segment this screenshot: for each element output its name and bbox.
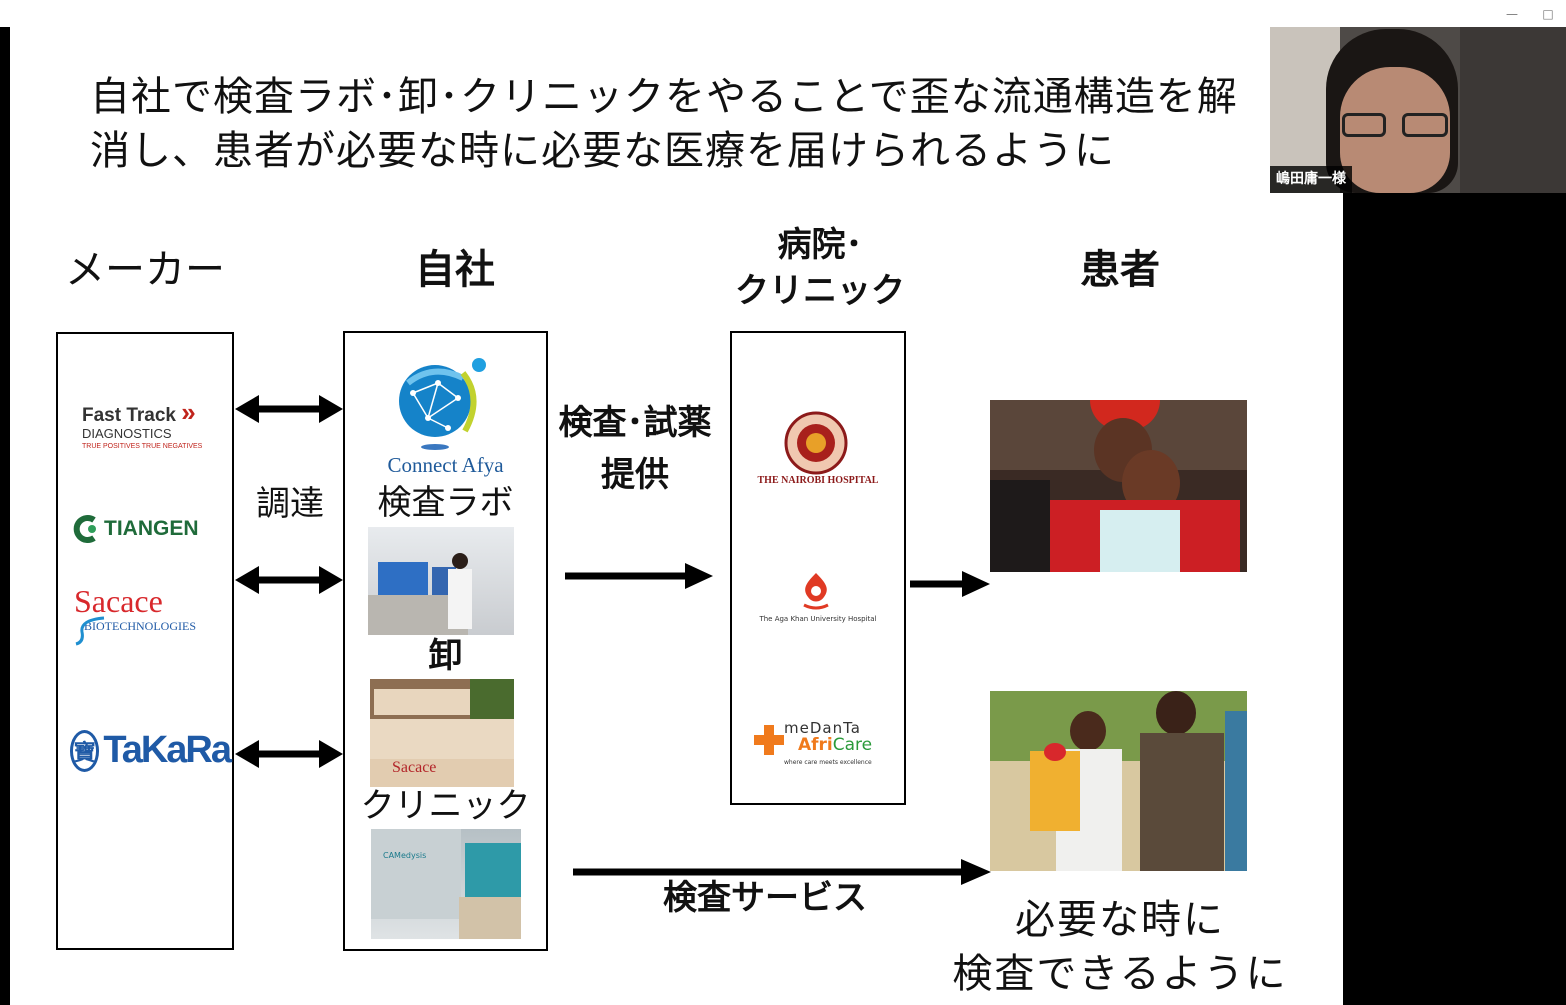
- patient-message: 必要な時に 検査できるように: [940, 893, 1300, 1001]
- lab-worker-coat: [448, 569, 472, 629]
- tiangen-name: TIANGEN: [104, 517, 199, 540]
- slide-title-line2: 消し、患者が必要な時に必要な医療を届けられるように: [90, 128, 1115, 174]
- clinic-wall: [371, 829, 461, 919]
- video-background: [1460, 27, 1566, 193]
- box-bottom: [370, 759, 514, 787]
- clinic-photo: CAMedysis: [371, 829, 521, 939]
- header-hospital-line2: クリニック: [735, 271, 905, 311]
- header-hospital-line1: 病院･: [777, 225, 863, 265]
- arrow-right-icon: [910, 571, 990, 597]
- man-face: [1156, 691, 1196, 735]
- label-clinic: クリニック: [360, 786, 531, 826]
- patient-photo-family: [990, 691, 1247, 871]
- tiangen-logo: TIANGEN: [72, 514, 222, 544]
- box-middle: [370, 719, 514, 759]
- label-lab: 検査ラボ: [377, 483, 514, 523]
- box-label: Sacace: [392, 759, 437, 776]
- minimize-icon[interactable]: —: [1506, 6, 1518, 21]
- glasses-left: [1342, 113, 1386, 137]
- header-hospital: 病院･ クリニック: [720, 222, 920, 314]
- chevron-right-icon: »: [181, 397, 196, 427]
- header-maker: メーカー: [65, 247, 225, 293]
- company-box: Connect Afya 検査ラボ 卸 Sacace クリニック CAMedys…: [343, 331, 548, 951]
- patient-photo-mother-child: [990, 400, 1247, 572]
- header-patient: 患者: [1080, 247, 1160, 293]
- box-top: [374, 689, 470, 715]
- child-jacket: [1030, 751, 1080, 831]
- tiangen-mark-icon: [73, 515, 96, 543]
- label-procurement: 調達: [256, 484, 324, 524]
- double-arrow-icon: [235, 566, 343, 594]
- fasttrack-sub: DIAGNOSTICS: [82, 426, 172, 441]
- takara-logo: 寶 TaKaRa: [70, 729, 232, 772]
- nairobi-hospital-name: THE NAIROBI HOSPITAL: [757, 475, 879, 486]
- patient-message-line1: 必要な時に: [1015, 897, 1225, 943]
- arrow-right-icon: [573, 859, 991, 885]
- nairobi-hospital-seal-icon: [784, 411, 848, 475]
- dark-clothing: [990, 480, 1050, 572]
- woman-face: [1070, 711, 1106, 751]
- medanta-cross-icon: [754, 725, 784, 755]
- wholesale-photo: Sacace: [370, 679, 514, 787]
- lab-photo: [368, 527, 514, 635]
- shared-slide: 自社で検査ラボ･卸･クリニックをやることで歪な流通構造を解 消し、患者が必要な時…: [10, 27, 1343, 1005]
- label-supply-line1: 検査･試薬: [558, 403, 712, 443]
- medanta-name: meDanTa: [784, 719, 861, 737]
- arrow-right-icon: [565, 563, 713, 589]
- label-supply-line2: 提供: [601, 455, 669, 495]
- sacace-sub: BIOTECHNOLOGIES: [84, 619, 196, 633]
- fasttrack-name: Fast Track: [82, 405, 176, 426]
- sacace-name: Sacace: [74, 583, 163, 619]
- globe-logo-icon: [399, 358, 486, 450]
- company-logo-text: Connect Afya: [387, 453, 504, 477]
- aga-khan-name: The Aga Khan University Hospital: [759, 615, 877, 623]
- slide-title: 自社で検査ラボ･卸･クリニックをやることで歪な流通構造を解 消し、患者が必要な時…: [90, 70, 1238, 178]
- takara-mark-icon: 寶: [70, 729, 100, 772]
- blue-wall: [1225, 711, 1247, 871]
- sacace-swoosh-icon: [75, 616, 105, 646]
- label-supply: 検査･試薬 提供: [545, 397, 725, 501]
- lab-machine: [378, 562, 428, 597]
- africare-name: AfriCare: [798, 735, 872, 755]
- bib: [1100, 510, 1180, 572]
- maximize-icon[interactable]: □: [1542, 6, 1554, 21]
- window-title-bar: — □: [0, 0, 1566, 27]
- participant-video[interactable]: [1270, 27, 1566, 193]
- aga-khan-logo-icon: [803, 573, 829, 610]
- africare-tagline: where care meets excellence: [784, 759, 872, 766]
- fasttrack-tagline: TRUE POSITIVES TRUE NEGATIVES: [82, 443, 203, 450]
- patient-message-line2: 検査できるように: [952, 951, 1288, 997]
- africare-part-b: Care: [832, 735, 873, 755]
- sacace-logo: Sacace BIOTECHNOLOGIES: [74, 583, 234, 646]
- lab-worker-head: [452, 553, 468, 569]
- window-controls: — □: [1494, 0, 1566, 27]
- participant-name-tag: 嶋田庸一様: [1270, 166, 1352, 193]
- participant-face: [1340, 67, 1450, 193]
- slide-title-line1: 自社で検査ラボ･卸･クリニックをやることで歪な流通構造を解: [90, 74, 1238, 120]
- header-company: 自社: [415, 247, 495, 293]
- double-arrow-icon: [235, 740, 343, 768]
- fasttrack-logo: Fast Track » DIAGNOSTICS TRUE POSITIVES …: [82, 399, 222, 453]
- clinic-sign: CAMedysis: [383, 851, 427, 860]
- takara-name: TaKaRa: [103, 729, 232, 771]
- man-jacket: [1140, 733, 1224, 871]
- label-test-service: 検査サービス: [663, 878, 867, 918]
- hospital-box: THE NAIROBI HOSPITAL The Aga Khan Univer…: [730, 331, 906, 805]
- africare-part-a: Afri: [798, 735, 833, 755]
- glasses-right: [1402, 113, 1448, 137]
- clinic-reception: [459, 897, 521, 939]
- child-hat: [1044, 743, 1066, 761]
- label-wholesale: 卸: [428, 636, 463, 676]
- maker-box: Fast Track » DIAGNOSTICS TRUE POSITIVES …: [56, 332, 234, 950]
- double-arrow-icon: [235, 395, 343, 423]
